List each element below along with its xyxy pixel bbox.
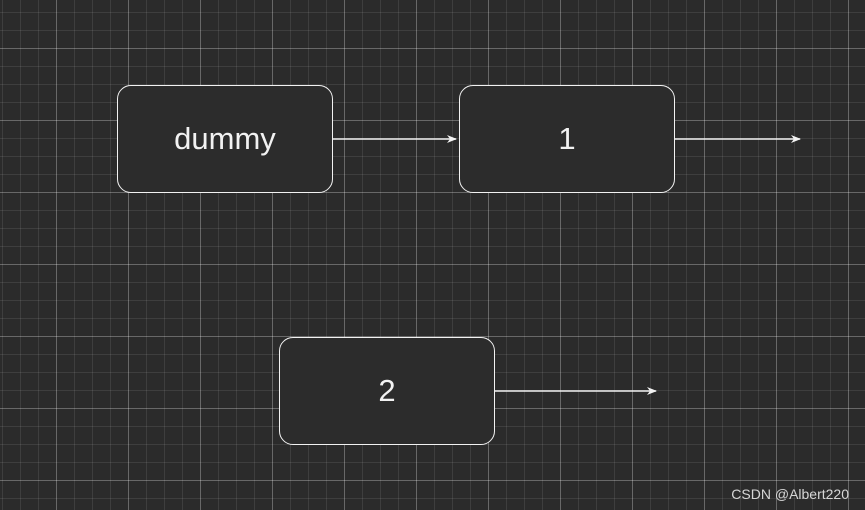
watermark: CSDN @Albert220 xyxy=(731,486,849,502)
node-1[interactable]: 1 xyxy=(459,85,675,193)
node-2[interactable]: 2 xyxy=(279,337,495,445)
node-dummy[interactable]: dummy xyxy=(117,85,333,193)
node-dummy-label: dummy xyxy=(174,121,276,156)
node-1-label: 1 xyxy=(558,121,576,156)
node-2-label: 2 xyxy=(378,373,396,408)
